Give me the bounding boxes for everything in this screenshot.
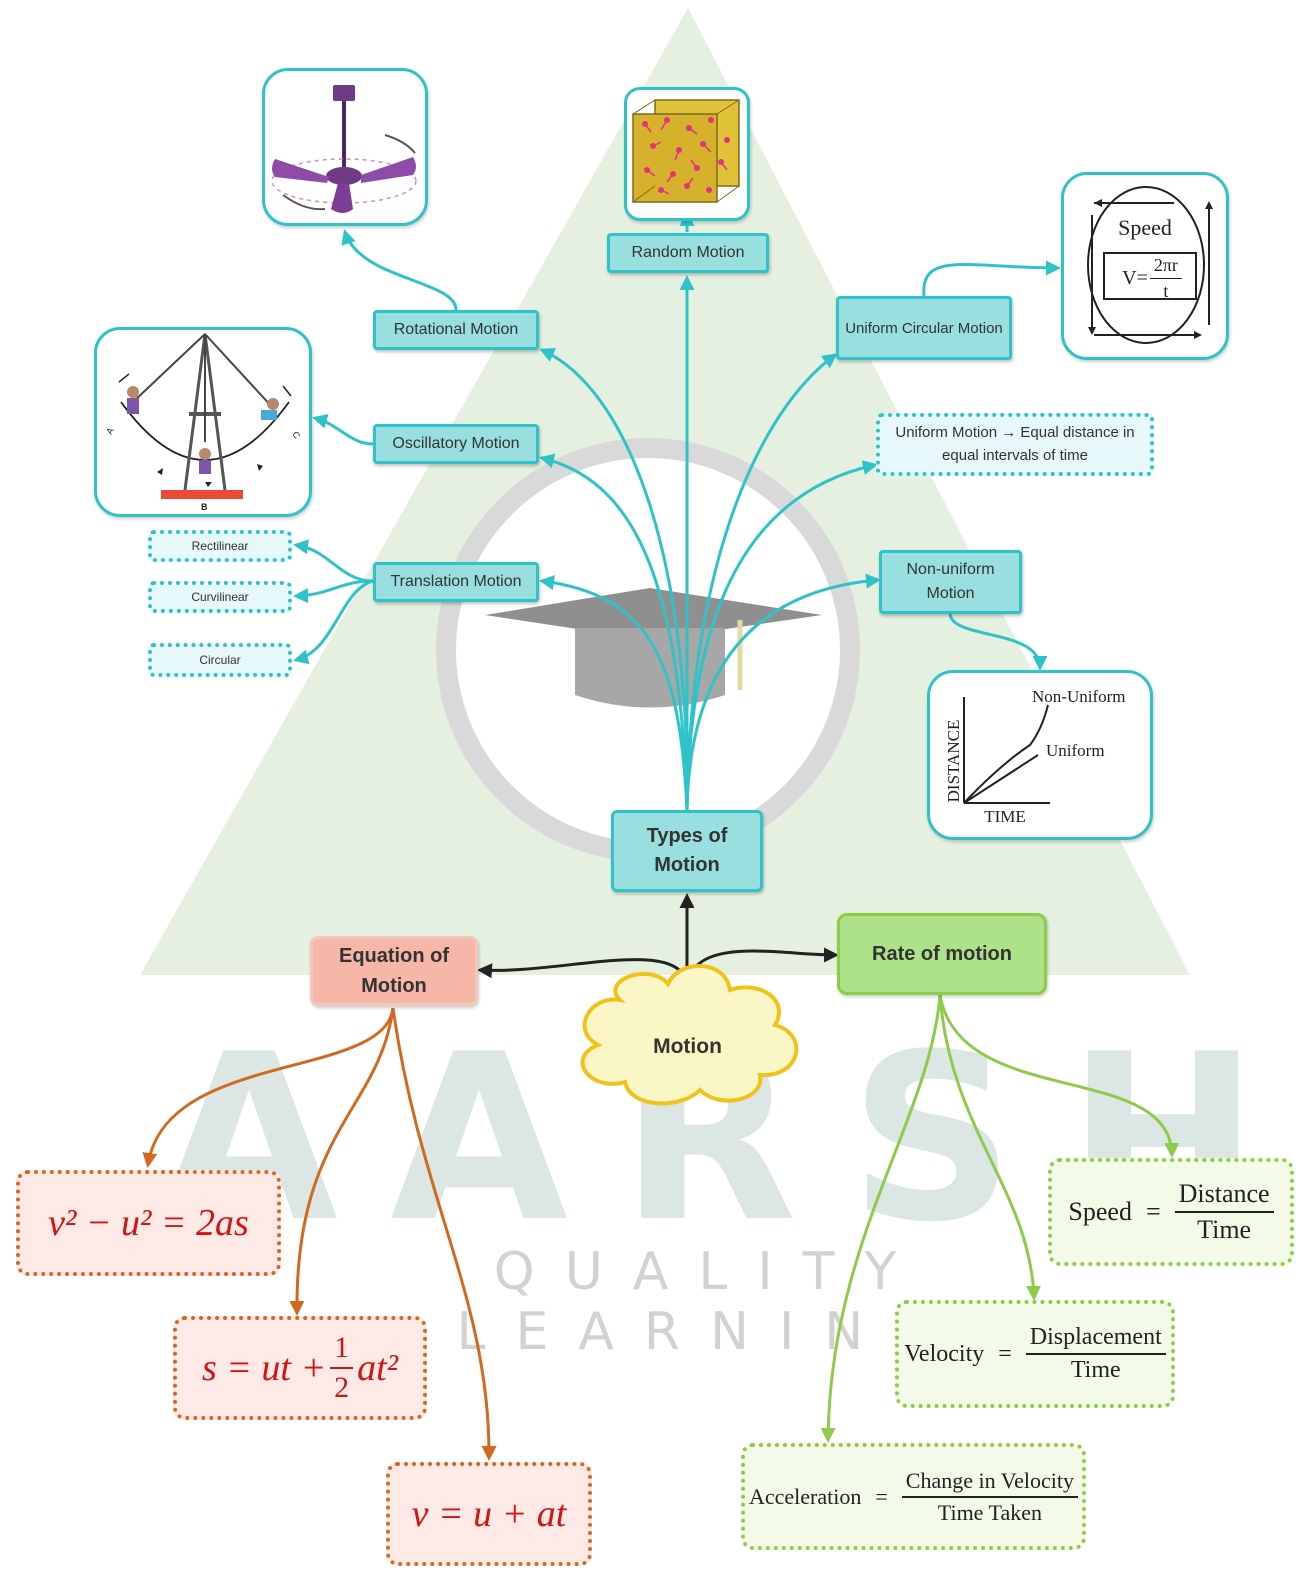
node-random-motion[interactable]: Random Motion <box>607 233 769 273</box>
acceleration-definition-lhs: Acceleration <box>748 1483 862 1509</box>
speed-card-denominator: t <box>1163 280 1169 301</box>
equation-v-box[interactable]: v = u + at <box>386 1462 592 1566</box>
node-curvilinear[interactable]: Curvilinear <box>148 581 292 613</box>
speed-formula-card: Speed V= 2πr t <box>1061 172 1229 360</box>
edge-eq-to-v <box>391 1007 497 1461</box>
speed-card-lhs: V= <box>1122 266 1148 289</box>
edge-rate-to-speed <box>938 994 1180 1158</box>
edge-eq-to-s <box>289 1007 395 1316</box>
edge-translation-to-rectilinear <box>293 539 374 583</box>
graph-ylabel: DISTANCE <box>944 719 963 803</box>
particles-image-card <box>624 87 750 221</box>
node-motion-center[interactable]: Motion <box>653 1035 722 1058</box>
node-uniform-circular-motion[interactable]: Uniform Circular Motion <box>836 296 1012 360</box>
edge-circular-to-speed <box>922 260 1061 297</box>
acceleration-definition-box[interactable]: Acceleration = Change in Velocity Time T… <box>741 1443 1086 1550</box>
speed-definition-box[interactable]: Speed = Distance Time <box>1048 1158 1294 1266</box>
graph-curve-uniform: Uniform <box>1046 741 1105 760</box>
pendulum-label-b: B <box>201 502 208 512</box>
edge-oscillatory-to-pendulum <box>312 414 374 446</box>
node-non-uniform-motion[interactable]: Non-uniform Motion <box>879 550 1022 614</box>
node-translation-motion[interactable]: Translation Motion <box>373 562 539 602</box>
velocity-definition-lhs: Velocity <box>904 1340 985 1367</box>
velocity-equals: = <box>998 1340 1012 1367</box>
watermark-tagline: QUALITY LEARNING <box>456 1242 964 1362</box>
equation-s-rhs: at² <box>357 1347 399 1389</box>
velocity-definition-box[interactable]: Velocity = Displacement Time <box>895 1300 1175 1408</box>
edge-to-uniform-motion <box>685 460 878 811</box>
equation-s-lhs: s = ut + <box>201 1347 327 1389</box>
velocity-numerator: Displacement <box>1025 1324 1166 1355</box>
edge-to-translation <box>539 575 689 811</box>
speed-numerator: Distance <box>1174 1179 1274 1213</box>
distance-time-graph-card: DISTANCE TIME Non-Uniform Uniform <box>927 670 1153 840</box>
equation-title-line1: Equation of <box>339 945 449 967</box>
edge-to-rotational <box>539 348 689 811</box>
edge-to-uniform-circular <box>685 353 838 811</box>
types-title-line2: Motion <box>654 854 720 876</box>
node-uniform-motion[interactable]: Uniform Motion → Equal distance in equal… <box>876 413 1154 476</box>
node-oscillatory-motion[interactable]: Oscillatory Motion <box>373 424 539 464</box>
equation-v2-box[interactable]: v² − u² = 2as <box>16 1170 281 1276</box>
node-rotational-motion[interactable]: Rotational Motion <box>373 310 539 350</box>
speed-denominator: Time <box>1197 1215 1252 1244</box>
speed-equals: = <box>1145 1197 1161 1226</box>
speed-card-title: Speed <box>1118 215 1172 240</box>
acceleration-equals: = <box>875 1483 888 1509</box>
edge-rate-to-velocity <box>938 994 1042 1301</box>
particles-box-icon <box>632 99 740 203</box>
node-equation-of-motion[interactable]: Equation of Motion <box>310 936 478 1006</box>
edge-eq-to-v2 <box>142 1007 395 1168</box>
distance-time-graph <box>963 697 1050 804</box>
edge-to-oscillatory <box>539 453 689 811</box>
equation-v2-text: v² − u² = 2as <box>48 1202 249 1244</box>
types-title-line1: Types of <box>646 825 728 847</box>
speed-card-numerator: 2πr <box>1149 255 1182 279</box>
node-types-of-motion[interactable]: Types of Motion <box>611 810 763 892</box>
edge-translation-to-curvilinear <box>293 579 374 604</box>
acceleration-denominator: Time Taken <box>937 1499 1042 1525</box>
edge-nonuniform-to-graph <box>948 612 1048 671</box>
graph-xlabel: TIME <box>984 807 1026 826</box>
edge-motion-to-rate <box>685 947 839 986</box>
fan-image-card <box>262 68 428 226</box>
equation-s-box[interactable]: s = ut + 1 2 at² <box>173 1316 427 1420</box>
acceleration-numerator: Change in Velocity <box>901 1468 1079 1498</box>
swing-pendulum-illustration <box>118 333 292 499</box>
circular-speed-diagram <box>1087 186 1213 344</box>
pendulum-image-card: A B C <box>94 327 312 517</box>
edge-rotational-to-fan <box>341 229 458 311</box>
speed-definition-lhs: Speed <box>1068 1197 1132 1226</box>
non-uniform-line2: Motion <box>926 585 975 602</box>
node-circular[interactable]: Circular <box>148 643 292 677</box>
velocity-denominator: Time <box>1070 1357 1121 1383</box>
speed-card-formula: V= 2πr t <box>1106 255 1198 301</box>
edge-motion-to-equation <box>477 958 689 986</box>
equation-s-numerator: 1 <box>330 1331 354 1369</box>
node-rectilinear[interactable]: Rectilinear <box>148 530 292 562</box>
node-rate-of-motion[interactable]: Rate of motion <box>837 913 1047 995</box>
graph-curve-non-uniform: Non-Uniform <box>1032 687 1126 706</box>
edge-to-non-uniform <box>685 573 881 811</box>
ceiling-fan-icon <box>271 85 417 213</box>
edge-translation-to-circular <box>293 579 374 665</box>
equation-s-denominator: 2 <box>334 1371 350 1404</box>
edge-rate-to-acceleration <box>820 994 942 1443</box>
equation-v-text: v = u + at <box>411 1493 567 1535</box>
equation-title-line2: Motion <box>361 975 427 997</box>
non-uniform-line1: Non-uniform <box>906 561 995 578</box>
